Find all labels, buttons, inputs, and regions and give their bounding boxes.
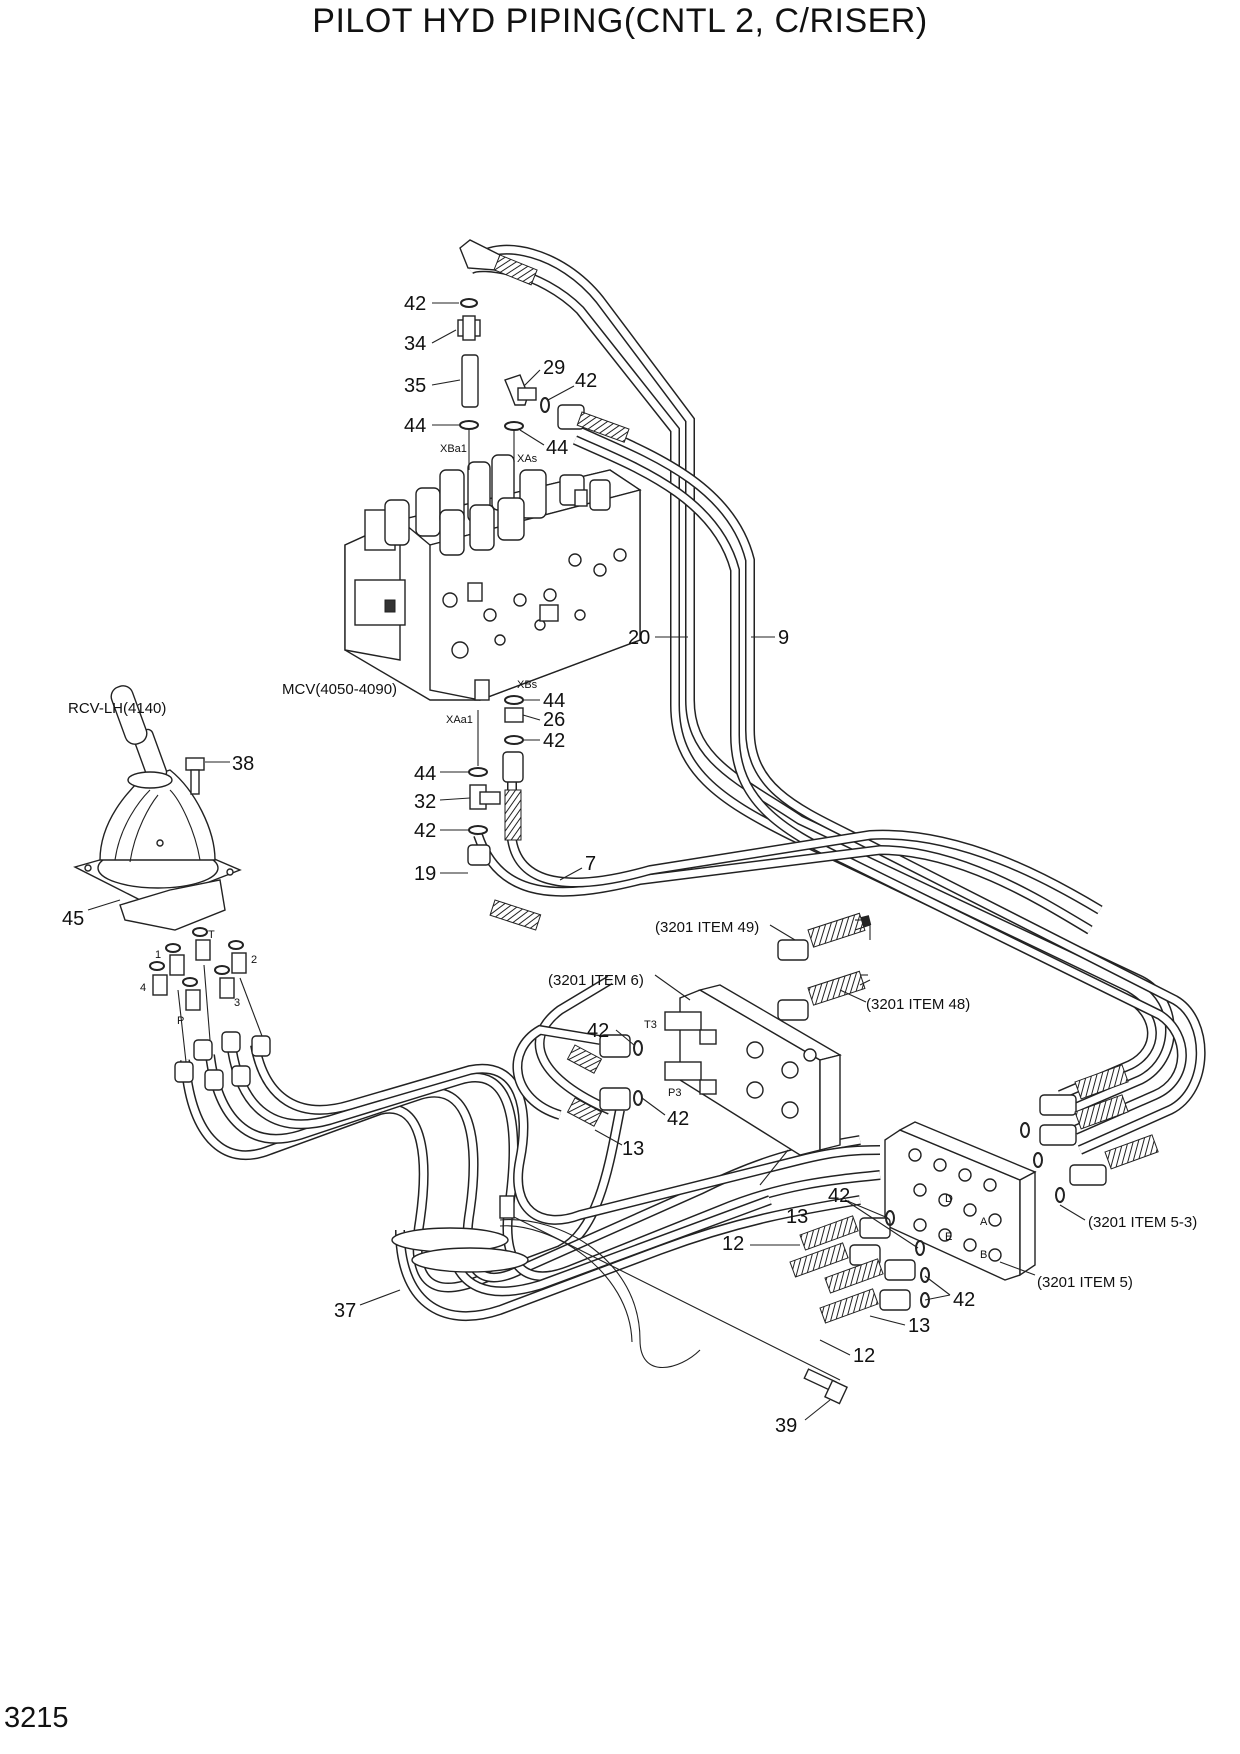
callout-42-mid: 42	[414, 820, 436, 842]
callout-26: 26	[543, 709, 565, 731]
port-t3: T3	[644, 1019, 657, 1031]
callout-42-26: 42	[543, 730, 565, 752]
port-t: T	[208, 929, 215, 941]
ref-item-5-3: (3201 ITEM 5-3)	[1088, 1214, 1197, 1231]
port-e: E	[945, 1231, 952, 1243]
hose-7-19	[473, 760, 1103, 935]
callout-38: 38	[232, 753, 254, 775]
callout-42-29: 42	[575, 370, 597, 392]
ref-mcv: MCV(4050-4090)	[282, 681, 397, 698]
mcv-lower-fittings	[467, 695, 542, 931]
port-xbs: XBs	[517, 679, 538, 691]
callout-13-c: 13	[908, 1315, 930, 1337]
ref-rcv: RCV-LH(4140)	[68, 700, 166, 717]
callout-45: 45	[62, 908, 84, 930]
port-p: P	[177, 1015, 184, 1027]
manifold-item-5	[789, 1064, 1159, 1324]
external-hose-stubs	[854, 915, 872, 986]
ref-item-5: (3201 ITEM 5)	[1037, 1274, 1133, 1291]
mcv-upper-fittings	[457, 239, 630, 470]
callout-44-left: 44	[404, 415, 426, 437]
callout-44-mid: 44	[414, 763, 436, 785]
rcv-joystick	[73, 685, 242, 931]
callout-labels: 42 34 35 44 29 42 44 XBa1 XAs 20 9 MCV(4…	[62, 293, 1197, 1437]
callout-42-c: 42	[953, 1289, 975, 1311]
callout-39: 39	[775, 1415, 797, 1437]
hose-9	[572, 415, 1206, 1155]
port-1: 1	[155, 949, 161, 961]
callout-20: 20	[628, 627, 650, 649]
callout-42-top: 42	[404, 293, 426, 315]
callout-13-b: 13	[786, 1206, 808, 1228]
callout-44-right: 44	[546, 437, 568, 459]
diagram-title: PILOT HYD PIPING(CNTL 2, C/RISER)	[312, 2, 928, 40]
callout-9: 9	[778, 627, 789, 649]
port-xaa1: XAa1	[446, 714, 473, 726]
port-4: 4	[140, 982, 146, 994]
mcv-valve-block	[344, 454, 642, 701]
ref-item-48: (3201 ITEM 48)	[866, 996, 970, 1013]
callout-12-b: 12	[853, 1345, 875, 1367]
callout-34: 34	[404, 333, 426, 355]
callout-42-blk: 42	[828, 1185, 850, 1207]
callout-35: 35	[404, 375, 426, 397]
rcv-port-fittings	[149, 927, 271, 1091]
port-3: 3	[234, 997, 240, 1009]
ref-item-6: (3201 ITEM 6)	[548, 972, 644, 989]
callout-7: 7	[585, 853, 596, 875]
callout-37: 37	[334, 1300, 356, 1322]
clamp-37	[391, 1195, 529, 1273]
callout-32: 32	[414, 791, 436, 813]
callout-12-a: 12	[722, 1233, 744, 1255]
ref-item-49: (3201 ITEM 49)	[655, 919, 759, 936]
leader-lines	[87, 302, 1086, 1421]
port-xas: XAs	[517, 453, 538, 465]
manifold-item-6	[566, 912, 868, 1156]
callout-42-p3: 42	[667, 1108, 689, 1130]
callout-42-t3: 42	[587, 1020, 609, 1042]
bolt-39	[803, 1368, 848, 1405]
callout-13-a: 13	[622, 1138, 644, 1160]
callout-29: 29	[543, 357, 565, 379]
port-d: D	[945, 1193, 953, 1205]
page-number: 3215	[4, 1702, 69, 1734]
callout-19: 19	[414, 863, 436, 885]
port-xba1: XBa1	[440, 443, 467, 455]
port-2: 2	[251, 954, 257, 966]
port-a: A	[980, 1216, 988, 1228]
port-b: B	[980, 1249, 987, 1261]
spool-caps	[384, 454, 611, 556]
callout-44-xbs: 44	[543, 690, 565, 712]
port-p3: P3	[668, 1087, 681, 1099]
